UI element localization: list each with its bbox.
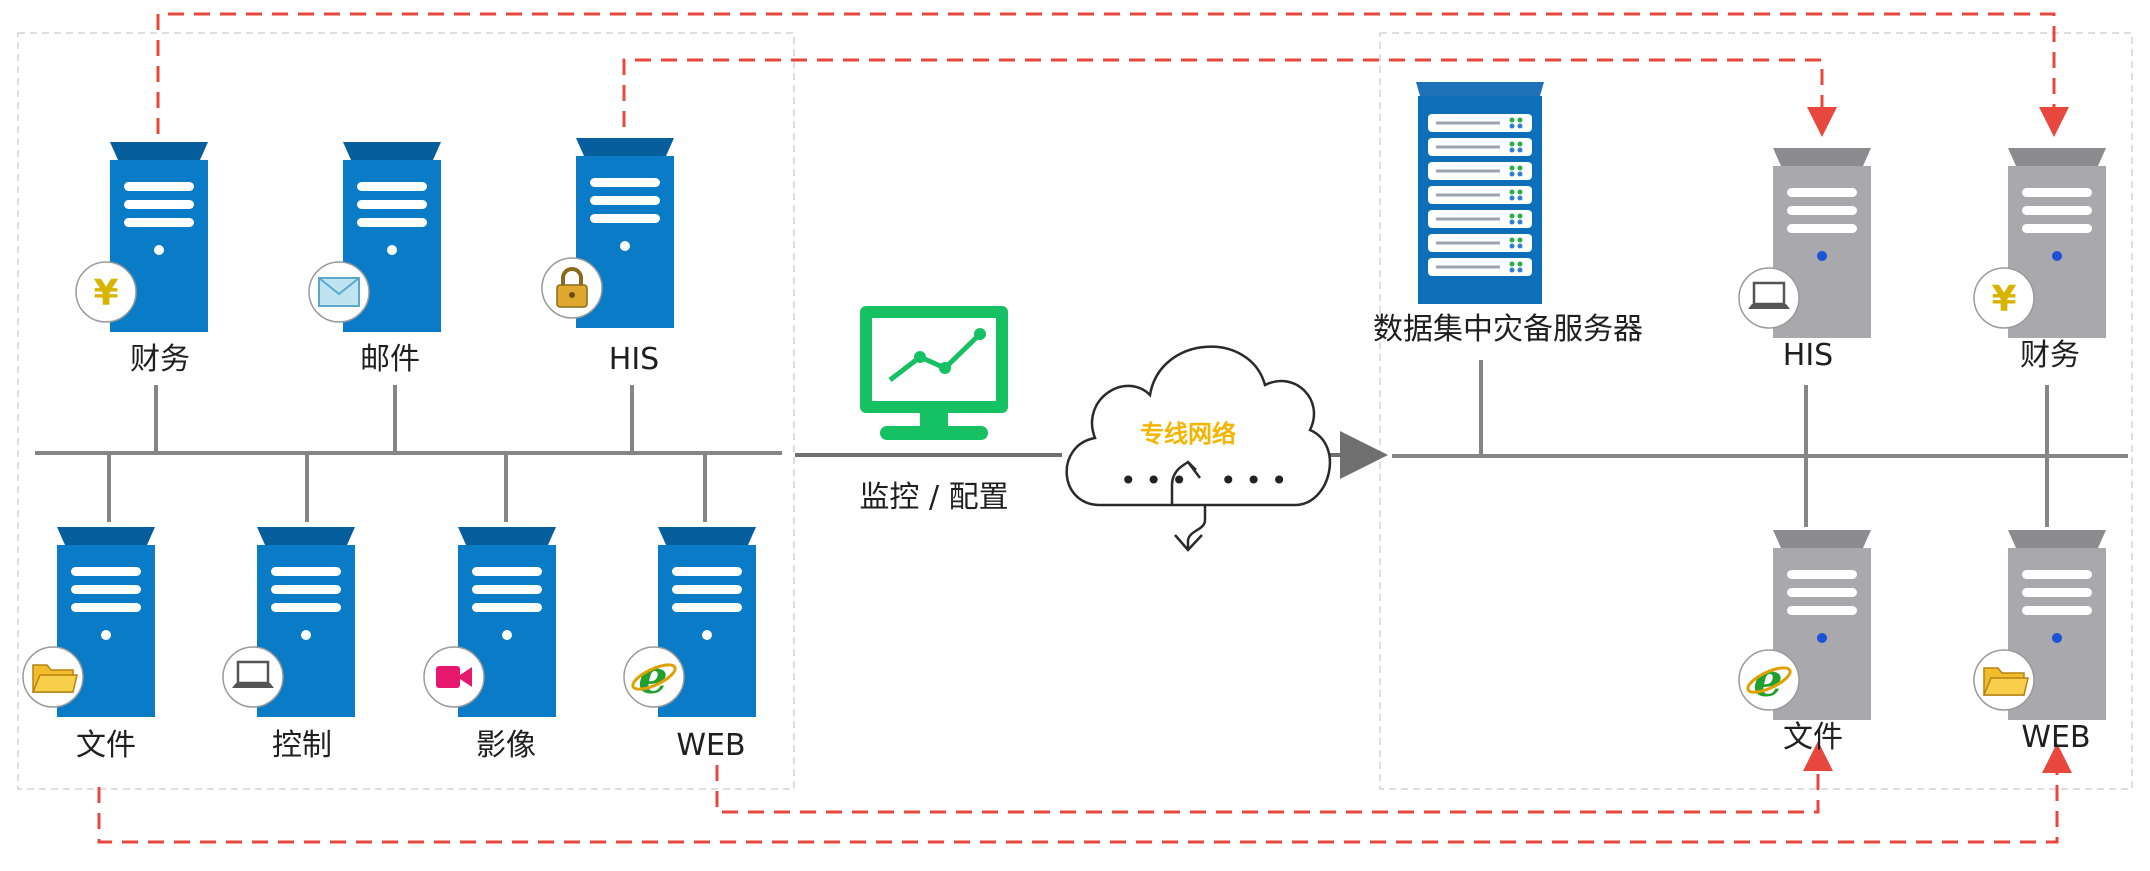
primary-server [22,527,155,717]
monitor-chart-icon [860,306,1008,440]
backup-label-file: 文件 [1783,720,1843,755]
rack-server-icon [1416,82,1544,304]
server-label-his: HIS [608,342,660,377]
laptop-icon [222,646,284,708]
yen-icon: ¥ [1973,267,2035,329]
ie-browser-icon: e [1738,649,1800,711]
server-label-control: 控制 [272,728,332,763]
lock-icon [541,257,603,319]
video-camera-icon [423,646,485,708]
cloud-icon: • • • • • • [1065,345,1332,552]
replication-link-finance [156,12,2069,137]
backup-network-bus [1392,360,2128,527]
server-label-file: 文件 [76,728,136,763]
replication-links [97,12,2072,844]
folder-icon [1973,649,2035,711]
svg-text:e: e [638,650,667,704]
primary-site-boundary [17,32,795,790]
backup-site-boundary [1379,32,2133,790]
replication-link-his [622,58,1837,137]
ie-browser-icon: e [623,646,685,708]
primary-server [541,138,674,328]
svg-text:e: e [1753,653,1782,707]
svg-text:¥: ¥ [1991,279,2016,320]
backup-server [1973,530,2106,720]
svg-text:• • •: • • • [1120,464,1187,497]
primary-server [308,142,441,332]
primary-server [423,527,556,717]
backup-server [1738,148,1871,338]
laptop-icon [1738,267,1800,329]
monitor-label: 监控 / 配置 [859,480,1009,515]
primary-server: e [623,527,756,717]
replication-link-file [97,743,2072,844]
server-label-mail: 邮件 [360,342,420,377]
mail-icon [308,261,370,323]
central-server-label: 数据集中灾备服务器 [1373,312,1643,347]
backup-label-finance: 财务 [2020,338,2080,373]
svg-text:• • •: • • • [1220,464,1287,497]
backup-server: ¥ [1973,148,2106,338]
server-label-finance: 财务 [130,342,190,377]
server-label-web: WEB [676,728,746,763]
primary-server: ¥ [75,142,208,332]
primary-network-bus [35,385,782,522]
folder-icon [22,646,84,708]
backup-label-his: HIS [1782,338,1834,373]
network-label: 专线网络 [1140,420,1236,448]
backup-server: e [1738,530,1871,720]
backup-label-web: WEB [2021,720,2091,755]
yen-icon: ¥ [75,261,137,323]
primary-server [222,527,355,717]
server-label-imaging: 影像 [476,728,536,763]
replication-link-web [715,741,1833,814]
svg-text:¥: ¥ [93,273,118,314]
